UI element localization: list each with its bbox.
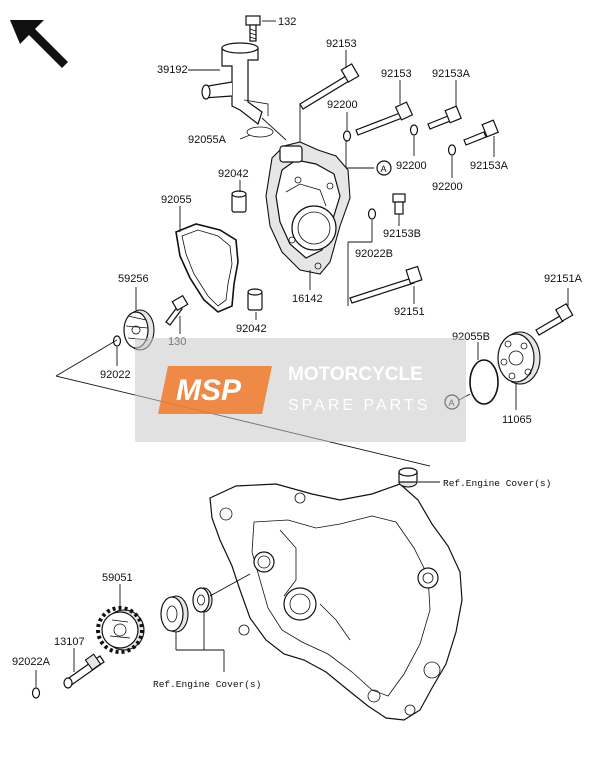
label-92055A: 92055A	[188, 134, 227, 146]
label-92055: 92055	[161, 194, 192, 206]
gear-59051	[96, 606, 145, 654]
msp-logo	[158, 366, 272, 414]
bolt-92153-mid	[355, 101, 414, 136]
marker-a-upper	[376, 160, 392, 176]
label-92200-b: 92200	[396, 160, 427, 172]
washer-92200-c	[447, 144, 457, 156]
bolt-130	[165, 294, 189, 326]
label-92153A-upper: 92153A	[432, 68, 471, 80]
o-ring-92055A	[246, 126, 274, 138]
label-39192: 39192	[157, 64, 188, 76]
svg-text:SPARE PARTS: SPARE PARTS	[288, 397, 430, 414]
label-59256: 59256	[118, 273, 149, 285]
label-92151: 92151	[394, 306, 425, 318]
label-92022: 92022	[100, 369, 131, 381]
label-92153-upper: 92153	[326, 38, 357, 50]
pump-cover-16142	[265, 141, 351, 275]
label-16142: 16142	[292, 293, 323, 305]
bolt-92153-upper	[299, 63, 360, 110]
svg-text:MOTORCYCLE: MOTORCYCLE	[288, 364, 423, 385]
label-92022B: 92022B	[355, 248, 393, 260]
washer-92022A	[31, 687, 41, 699]
washer-92200-a	[342, 130, 352, 142]
label-ref-engine-cover-right: Ref.Engine Cover(s)	[443, 478, 551, 489]
engine-case	[209, 483, 463, 721]
label-92200-a: 92200	[327, 99, 358, 111]
bearing-small	[192, 587, 213, 613]
label-92042-upper: 92042	[218, 168, 249, 180]
bolt-92151	[349, 265, 423, 304]
msp-watermark: MSP MOTORCYCLE SPARE PARTS	[135, 338, 466, 442]
label-ref-engine-cover-bottom: Ref.Engine Cover(s)	[153, 679, 261, 690]
dowel-92042-upper	[231, 190, 247, 213]
bolt-132	[245, 15, 261, 42]
direction-arrow-icon	[10, 20, 68, 68]
svg-text:MSP: MSP	[176, 374, 242, 407]
bolt-92153A-lower	[463, 119, 499, 146]
label-11065: 11065	[502, 414, 532, 426]
label-92042-lower: 92042	[236, 323, 267, 335]
bolt-92151A	[535, 302, 574, 336]
o-ring-92055B	[469, 359, 499, 405]
label-92022A: 92022A	[12, 656, 51, 668]
oil-pump-11065	[497, 331, 541, 385]
label-92151A: 92151A	[544, 273, 583, 285]
shaft-13107	[63, 653, 105, 689]
label-92153-mid: 92153	[381, 68, 412, 80]
label-59051: 59051	[102, 572, 133, 584]
bolt-92153A-upper	[427, 105, 462, 130]
washer-92022	[112, 335, 122, 347]
bearing-large	[160, 595, 189, 633]
washer-92200-b	[409, 124, 419, 136]
label-92200-c: 92200	[432, 181, 463, 193]
gasket-92055	[175, 223, 239, 313]
water-pipe-39192	[201, 42, 269, 125]
washer-92022B	[367, 208, 377, 220]
label-132: 132	[278, 16, 296, 28]
dowel-92042-lower	[247, 288, 263, 311]
label-92153A-lower: 92153A	[470, 160, 509, 172]
bolt-92153B	[392, 193, 406, 215]
svg-text:A: A	[381, 164, 387, 174]
label-13107: 13107	[54, 636, 85, 648]
label-92153B: 92153B	[383, 228, 421, 240]
engine-cover-plug	[398, 467, 418, 488]
